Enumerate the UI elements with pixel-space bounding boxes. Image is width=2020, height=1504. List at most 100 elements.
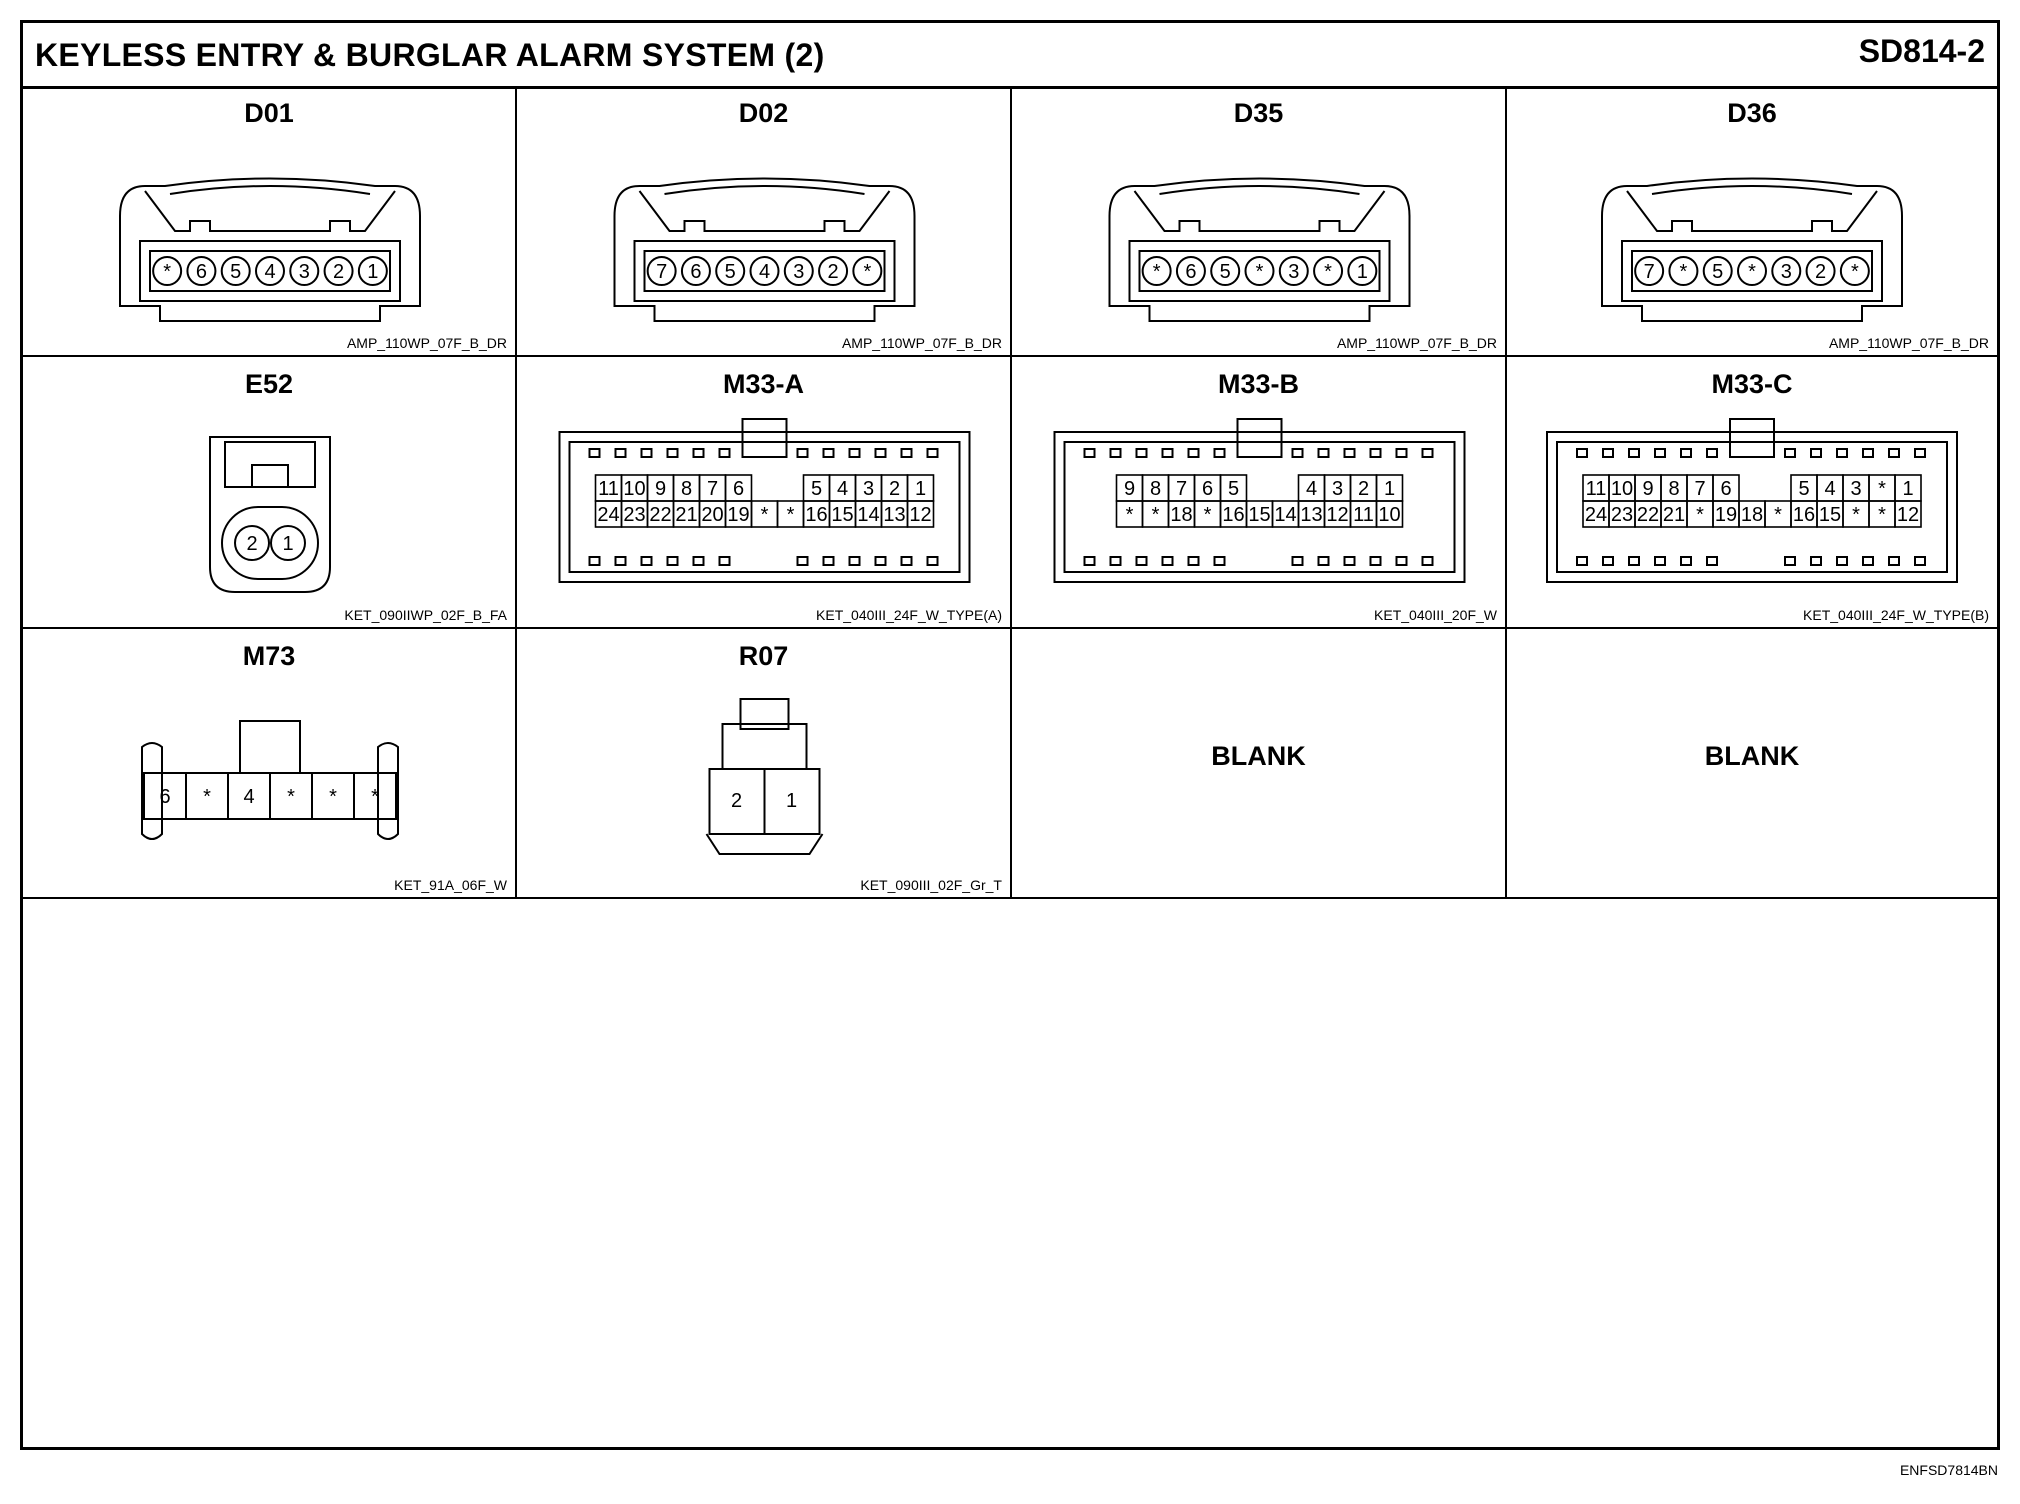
terminal-slot [1369, 448, 1382, 458]
terminal-slot [1888, 448, 1900, 458]
connector-label: M33-C [1711, 369, 1793, 399]
terminal-slot [1654, 448, 1666, 458]
pin-label: 19 [727, 504, 749, 526]
pin-cavity [1805, 256, 1836, 286]
pin-label: * [1126, 504, 1134, 526]
pin-cell [1375, 500, 1404, 528]
terminal-slot [1161, 448, 1174, 458]
terminal-slot [1914, 448, 1926, 458]
diagram-frame: KEYLESS ENTRY & BURGLAR ALARM SYSTEM (2)… [20, 20, 2000, 1450]
pin-label: 16 [805, 504, 827, 526]
terminal-slot [848, 556, 861, 566]
terminal-slot [900, 556, 913, 566]
pin-label: * [1852, 504, 1860, 526]
housing-top [721, 723, 808, 769]
connector-housing [613, 177, 916, 322]
pin-cavity [270, 525, 306, 561]
pin-label: 5 [1228, 478, 1239, 500]
pin-label: 8 [1668, 478, 1679, 500]
pin-label: 10 [1611, 478, 1633, 500]
terminal-slot [1784, 556, 1796, 566]
pin-label: 1 [915, 478, 926, 500]
pin-label: 2 [246, 533, 257, 555]
terminal-slot [1576, 556, 1588, 566]
connector-drawing: 6*4*** [141, 720, 399, 840]
terminal-slot [1395, 556, 1408, 566]
housing-outline [1601, 177, 1903, 322]
pin-label: 1 [786, 790, 797, 812]
connector-part-number: AMP_110WP_07F_B_DR [346, 335, 507, 351]
housing-latch [1133, 190, 1386, 232]
connector-label: R07 [738, 641, 789, 671]
pin-label: 5 [230, 261, 241, 283]
terminal-slot [1083, 448, 1096, 458]
terminal-slot [1862, 448, 1874, 458]
terminal-slot [640, 556, 653, 566]
pin-cavity [852, 256, 883, 286]
blank-cell: BLANK [1012, 629, 1507, 899]
terminal-slot [588, 556, 601, 566]
pin-label: 8 [1150, 478, 1161, 500]
terminal-slot [1628, 448, 1640, 458]
pin-label: 6 [1720, 478, 1731, 500]
connector-label: D01 [244, 98, 294, 128]
pin-label: * [1696, 504, 1704, 526]
housing-inner [1556, 441, 1948, 573]
housing-lock [1236, 418, 1283, 458]
pin-cavity [783, 256, 814, 286]
pin-label: * [863, 261, 871, 283]
pin-label: 4 [1824, 478, 1835, 500]
housing-lock [741, 418, 788, 458]
housing-inner [568, 441, 961, 573]
pin-label: 15 [1819, 504, 1841, 526]
terminal-slot [588, 448, 601, 458]
pin-label: 2 [1815, 261, 1826, 283]
terminal-slot [1576, 448, 1588, 458]
housing-arc [664, 185, 865, 195]
pin-label: 3 [793, 261, 804, 283]
terminal-slot [718, 448, 731, 458]
pin-label: 2 [828, 261, 839, 283]
pin-label: 6 [1202, 478, 1213, 500]
pin-label: * [761, 504, 769, 526]
pin-label: 22 [649, 504, 671, 526]
pin-label: 2 [731, 790, 742, 812]
terminal-slot [1317, 556, 1330, 566]
pin-label: 18 [1170, 504, 1192, 526]
terminal-slot [640, 448, 653, 458]
pin-label: * [329, 786, 337, 808]
pin-cavity [715, 256, 746, 286]
connector-part-number: KET_040III_20F_W [1374, 607, 1497, 623]
pin-cell [906, 500, 935, 528]
pin-label: 1 [367, 261, 378, 283]
terminal-slot [1784, 448, 1796, 458]
terminal-slot [1654, 556, 1666, 566]
pin-cavity [1668, 256, 1699, 286]
pin-label: 19 [1715, 504, 1737, 526]
connector-label: M33-A [722, 369, 804, 399]
connector-part-number: AMP_110WP_07F_B_DR [1828, 335, 1989, 351]
terminal-slot [1187, 448, 1200, 458]
pin-label: 18 [1741, 504, 1763, 526]
housing-ear [141, 742, 163, 840]
pin-frame [149, 250, 391, 292]
pin-label: 24 [1585, 504, 1607, 526]
connector-part-number: KET_090IIWP_02F_B_FA [344, 607, 507, 623]
terminal-slot [1628, 556, 1640, 566]
pin-label: 2 [333, 261, 344, 283]
pin-label: 6 [196, 261, 207, 283]
pin-label: 9 [1642, 478, 1653, 500]
pin-label: 1 [1357, 261, 1368, 283]
housing-ear [377, 742, 399, 840]
pin-label: 5 [1798, 478, 1809, 500]
